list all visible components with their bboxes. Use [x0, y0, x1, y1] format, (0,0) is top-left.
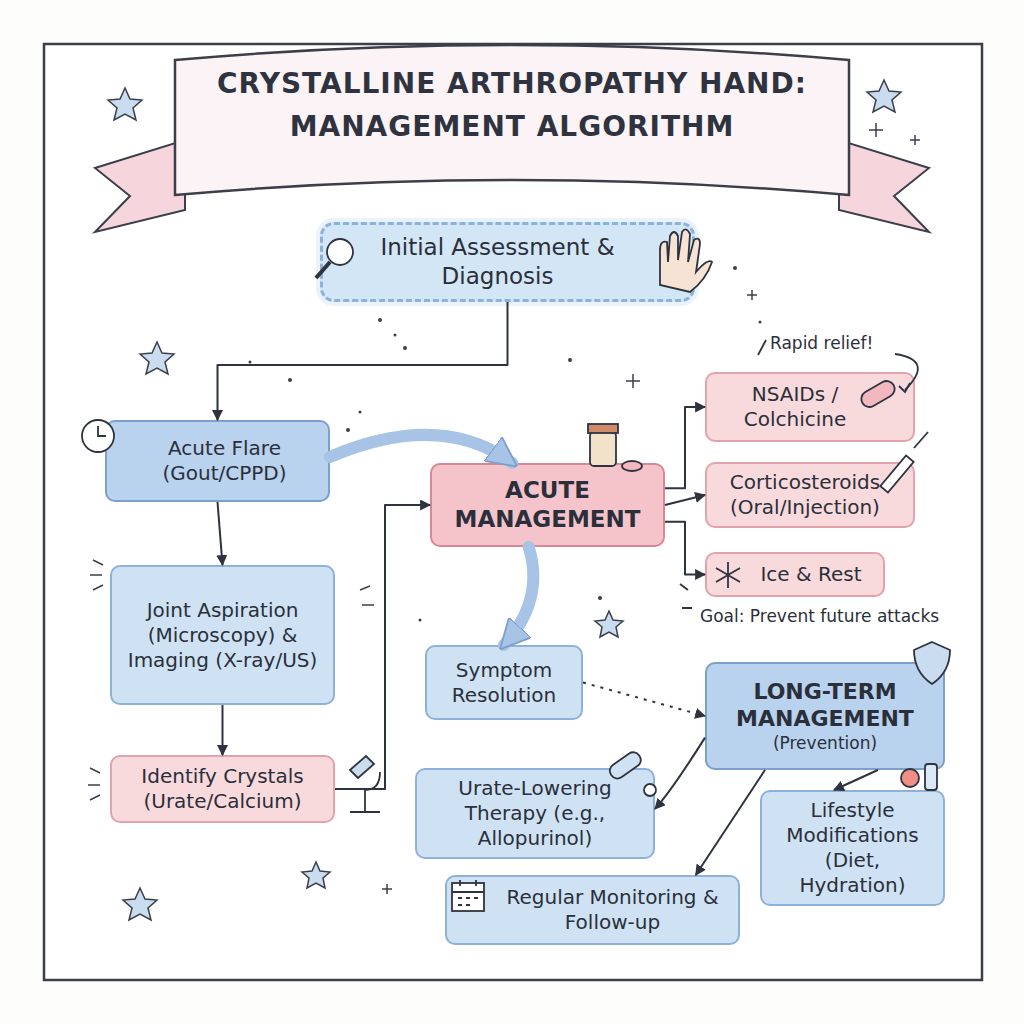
- node-text: ACUTE MANAGEMENT: [442, 476, 653, 534]
- microscope-icon: [350, 756, 380, 812]
- node-text: Ice & Rest: [760, 562, 861, 587]
- hub-box: ACUTE MANAGEMENT: [430, 463, 665, 547]
- node-text: Urate-Lowering Therapy (e.g., Allopurino…: [427, 776, 643, 851]
- node-text: Initial Assessment & Diagnosis: [363, 233, 632, 291]
- connector-arrow: [655, 738, 705, 809]
- title-banner: [175, 45, 849, 195]
- prevention-box: Urate-Lowering Therapy (e.g., Allopurino…: [415, 768, 655, 859]
- goal-note: Goal: Prevent future attacks: [700, 606, 939, 626]
- ribbon-tail: [95, 140, 185, 232]
- node-text: Acute Flare (Gout/CPPD): [131, 436, 318, 486]
- node-text: NSAIDs / Colchicine: [717, 382, 873, 432]
- snowflake-icon: [716, 562, 740, 588]
- node-text: LONG-TERM MANAGEMENT: [717, 678, 933, 733]
- treatment-box: Corticosteroids (Oral/Injection): [705, 462, 915, 528]
- calendar-icon: [452, 880, 484, 911]
- node-text: Identify Crystals (Urate/Calcium): [122, 764, 323, 814]
- leader-arrow: [895, 354, 918, 390]
- connector-arrow: [218, 502, 223, 565]
- connector-arrow: [834, 770, 878, 790]
- node-text: Symptom Resolution: [437, 658, 571, 708]
- hand-icon: [660, 229, 712, 292]
- page-frame: [44, 44, 982, 980]
- connector-arrow: [222, 705, 224, 755]
- callout-note: Rapid relief!: [770, 333, 873, 353]
- sparkle-decoration: [88, 123, 920, 894]
- ribbon-tail: [839, 140, 929, 232]
- flow-arrow: [330, 435, 512, 463]
- connector-arrow: [665, 522, 705, 575]
- title-text: CRYSTALLINE ARTHROPATHY HAND: MANAGEMENT…: [182, 62, 842, 149]
- start-box: Initial Assessment & Diagnosis: [320, 222, 695, 302]
- leader-arrow-head: [899, 383, 910, 392]
- treatment-box: Ice & Rest: [705, 552, 885, 597]
- pills-icon: [607, 750, 656, 796]
- node-text: Corticosteroids (Oral/Injection): [717, 470, 893, 520]
- connector-arrow: [665, 495, 705, 505]
- accent-tick: [758, 340, 766, 355]
- process-box: Acute Flare (Gout/CPPD): [105, 420, 330, 502]
- flow-arrow: [504, 547, 533, 645]
- result-box: Identify Crystals (Urate/Calcium): [110, 755, 335, 823]
- connector-arrow: [696, 770, 765, 875]
- node-text: Regular Monitoring & Follow-up: [497, 885, 728, 935]
- syringe-icon: [880, 432, 928, 493]
- process-box: Joint Aspiration (Microscopy) & Imaging …: [110, 565, 335, 705]
- connector-arrow: [583, 683, 705, 717]
- connector-arrow: [218, 302, 508, 420]
- node-text: Lifestyle Modifications (Diet, Hydration…: [772, 798, 933, 898]
- prevention-box: Regular Monitoring & Follow-up: [445, 875, 740, 945]
- pill-icon: [858, 378, 897, 410]
- shield-icon: [914, 642, 950, 684]
- node-text: Joint Aspiration (Microscopy) & Imaging …: [122, 598, 323, 673]
- node-subtext: (Prevention): [773, 733, 877, 754]
- connector-arrow: [335, 505, 430, 789]
- accent-tick: [680, 584, 692, 608]
- icons: [82, 229, 950, 911]
- hub-box: LONG-TERM MANAGEMENT(Prevention): [705, 662, 945, 770]
- apple-bottle-icon: [901, 764, 937, 790]
- prevention-box: Lifestyle Modifications (Diet, Hydration…: [760, 790, 945, 906]
- clock-icon: [82, 420, 114, 452]
- process-box: Symptom Resolution: [425, 645, 583, 720]
- magnifier-icon: [316, 239, 353, 278]
- connector-arrow: [665, 407, 705, 488]
- pill-bottle-icon: [588, 424, 642, 471]
